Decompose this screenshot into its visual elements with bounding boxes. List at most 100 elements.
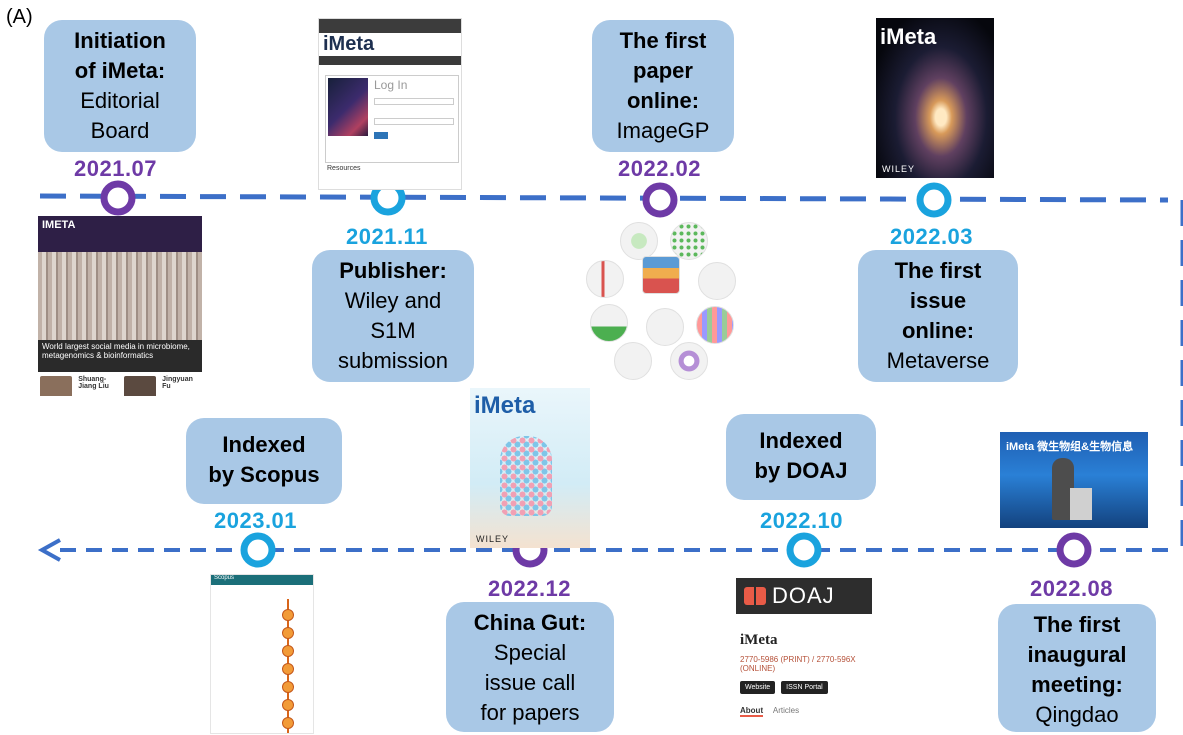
person-photo (123, 376, 157, 396)
plot-thumbnail (586, 260, 624, 298)
editorial-site-brand: IMETA (38, 216, 202, 252)
plot-thumbnail (670, 342, 708, 380)
scopus-dot (282, 717, 294, 729)
card-publisher-line1: Publisher: (339, 258, 447, 283)
card-initiation-line4: Board (90, 118, 150, 143)
card-doaj-line1: Indexed (759, 428, 843, 453)
china-gut-cover-image: iMeta WILEY (470, 388, 590, 548)
card-publisher-line2: Wiley and (344, 288, 442, 313)
doaj-logo-text: DOAJ (772, 583, 835, 608)
runner-cover-brand: iMeta (474, 392, 536, 419)
login-user-field (374, 98, 454, 105)
card-initiation-line1: Initiation (74, 28, 166, 53)
doaj-issn: 2770-5986 (PRINT) / 2770-596X (ONLINE) (740, 655, 856, 673)
imagegp-plot-collage (586, 212, 736, 380)
node-2021-07 (100, 180, 136, 216)
speaker-figure (1052, 458, 1074, 520)
person2-name: Jingyuan Fu (162, 376, 193, 390)
date-2023-01: 2023.01 (214, 508, 298, 533)
card-china-gut-line4: for papers (480, 700, 580, 725)
plot-thumbnail (696, 306, 734, 344)
node-2022-10 (786, 532, 822, 568)
meeting-banner-text: iMeta 微生物组&生物信息 (1006, 441, 1134, 453)
plot-thumbnail (646, 308, 684, 346)
card-first-paper-line4: ImageGP (616, 118, 710, 143)
date-2022-02: 2022.02 (618, 156, 702, 181)
login-resources: Resources (327, 165, 361, 172)
doaj-issn-button: ISSN Portal (781, 681, 828, 694)
card-publisher-line4: submission (337, 348, 449, 373)
card-meeting: The first inaugural meeting: Qingdao (998, 604, 1156, 732)
plot-thumbnail (614, 342, 652, 380)
node-2022-08 (1056, 532, 1092, 568)
login-topbar (319, 19, 461, 33)
card-scopus: Indexed by Scopus (186, 418, 342, 504)
date-2022-03: 2022.03 (890, 224, 974, 249)
plot-thumbnail (642, 256, 680, 294)
doaj-tab-articles: Articles (772, 706, 800, 715)
upper-timeline-line (39, 193, 1169, 203)
card-first-paper-line3: online: (626, 88, 700, 113)
scopus-dot (282, 663, 294, 675)
scopus-dot (282, 645, 294, 657)
timeline-arrowhead (37, 538, 61, 562)
card-china-gut: China Gut: Special issue call for papers (446, 602, 614, 732)
card-publisher: Publisher: Wiley and S1M submission (312, 250, 474, 382)
plot-thumbnail (590, 304, 628, 342)
card-china-gut-line3: issue call (484, 670, 576, 695)
podium (1070, 488, 1092, 520)
date-2022-12: 2022.12 (488, 576, 572, 601)
card-first-issue-line4: Metaverse (886, 348, 990, 373)
login-password-field (374, 118, 454, 125)
login-cover-image (328, 78, 368, 136)
login-navbar (319, 56, 461, 65)
card-meeting-line1: The first (1033, 612, 1121, 637)
date-2021-11: 2021.11 (346, 224, 428, 249)
card-initiation-line3: Editorial (80, 88, 160, 113)
galaxy-cover-image: iMeta WILEY (876, 18, 994, 178)
card-scopus-line1: Indexed (222, 432, 306, 457)
runner-figure (500, 436, 552, 516)
card-scopus-line2: by Scopus (208, 462, 320, 487)
runner-cover-publisher: WILEY (476, 534, 510, 544)
node-2023-01 (240, 532, 276, 568)
card-meeting-line3: meeting: (1031, 672, 1123, 697)
doaj-journal-page: iMeta 2770-5986 (PRINT) / 2770-596X (ONL… (740, 632, 890, 732)
plot-thumbnail (698, 262, 736, 300)
plot-thumbnail (670, 222, 708, 260)
node-2022-02 (642, 182, 678, 218)
scopus-dot (282, 609, 294, 621)
panel-label: (A) (6, 6, 33, 28)
scopus-screenshot: Scopus (210, 574, 314, 734)
person1-name: Shuang-Jiang Liu (78, 376, 109, 390)
scopus-dot (282, 699, 294, 711)
doaj-logo: DOAJ (736, 578, 872, 614)
date-2021-07: 2021.07 (74, 156, 158, 181)
scopus-header: Scopus (211, 575, 313, 585)
card-china-gut-line1: China Gut: (473, 610, 587, 635)
card-china-gut-line2: Special (493, 640, 567, 665)
card-doaj-line2: by DOAJ (754, 458, 848, 483)
date-2022-10: 2022.10 (760, 508, 844, 533)
editorial-site-headline: World largest social media in microbiome… (38, 340, 202, 372)
doaj-website-button: Website (740, 681, 776, 694)
galaxy-cover-publisher: WILEY (882, 164, 916, 174)
card-first-paper-line1: The first (619, 28, 707, 53)
editorial-people: Shuang-Jiang Liu Jingyuan Fu (38, 372, 202, 396)
doaj-tab-about: About (740, 706, 764, 717)
doaj-tabs: About Articles (740, 706, 890, 717)
meeting-photo: iMeta 微生物组&生物信息 (1000, 432, 1148, 528)
node-2022-03 (916, 182, 952, 218)
member-photo-mosaic (38, 252, 202, 340)
doaj-mark-icon (744, 587, 766, 605)
card-first-paper-line2: paper (633, 58, 693, 83)
login-title: Log In (374, 78, 408, 92)
card-initiation-line2: of iMeta: (74, 58, 166, 83)
date-2022-08: 2022.08 (1030, 576, 1114, 601)
galaxy-cover-brand: iMeta (880, 24, 937, 49)
card-first-issue-line2: issue (909, 288, 967, 313)
login-box: Log In (325, 75, 459, 163)
scopus-dot (282, 627, 294, 639)
card-doaj: Indexed by DOAJ (726, 414, 876, 500)
card-meeting-line4: Qingdao (1035, 702, 1119, 727)
